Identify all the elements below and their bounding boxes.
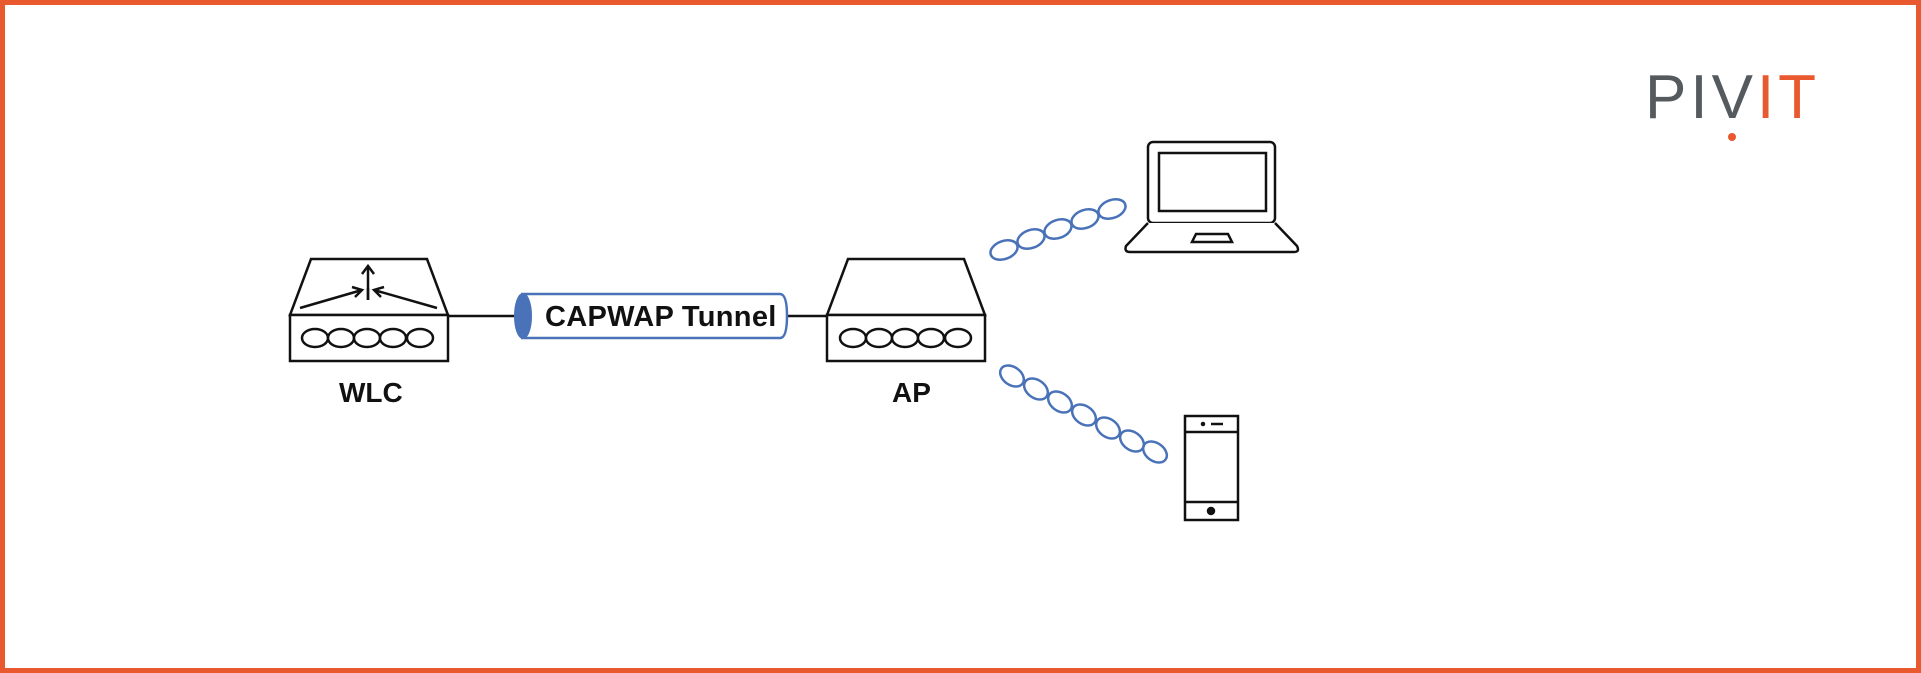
smartphone-icon — [1183, 414, 1240, 522]
ap-ports — [838, 327, 973, 349]
wireless-link-laptop — [989, 198, 1127, 261]
laptop-icon — [1124, 140, 1300, 254]
pivit-logo: PIVIT — [1645, 67, 1820, 129]
logo-dot-icon — [1728, 133, 1736, 141]
wireless-link-phone — [998, 364, 1169, 464]
capwap-tunnel-label: CAPWAP Tunnel — [545, 301, 777, 333]
ap-label: AP — [892, 377, 931, 408]
wlc-arrows-icon — [299, 263, 438, 310]
wlc-label: WLC — [339, 377, 403, 408]
logo-part-1: PI — [1645, 63, 1712, 132]
wlc-device — [288, 257, 450, 363]
capwap-tunnel — [514, 292, 789, 340]
ap-top — [825, 257, 987, 317]
logo-part-3: IT — [1756, 63, 1821, 132]
ap-device — [825, 257, 987, 363]
logo-part-2: V — [1711, 63, 1757, 132]
wlc-ports — [300, 327, 435, 349]
